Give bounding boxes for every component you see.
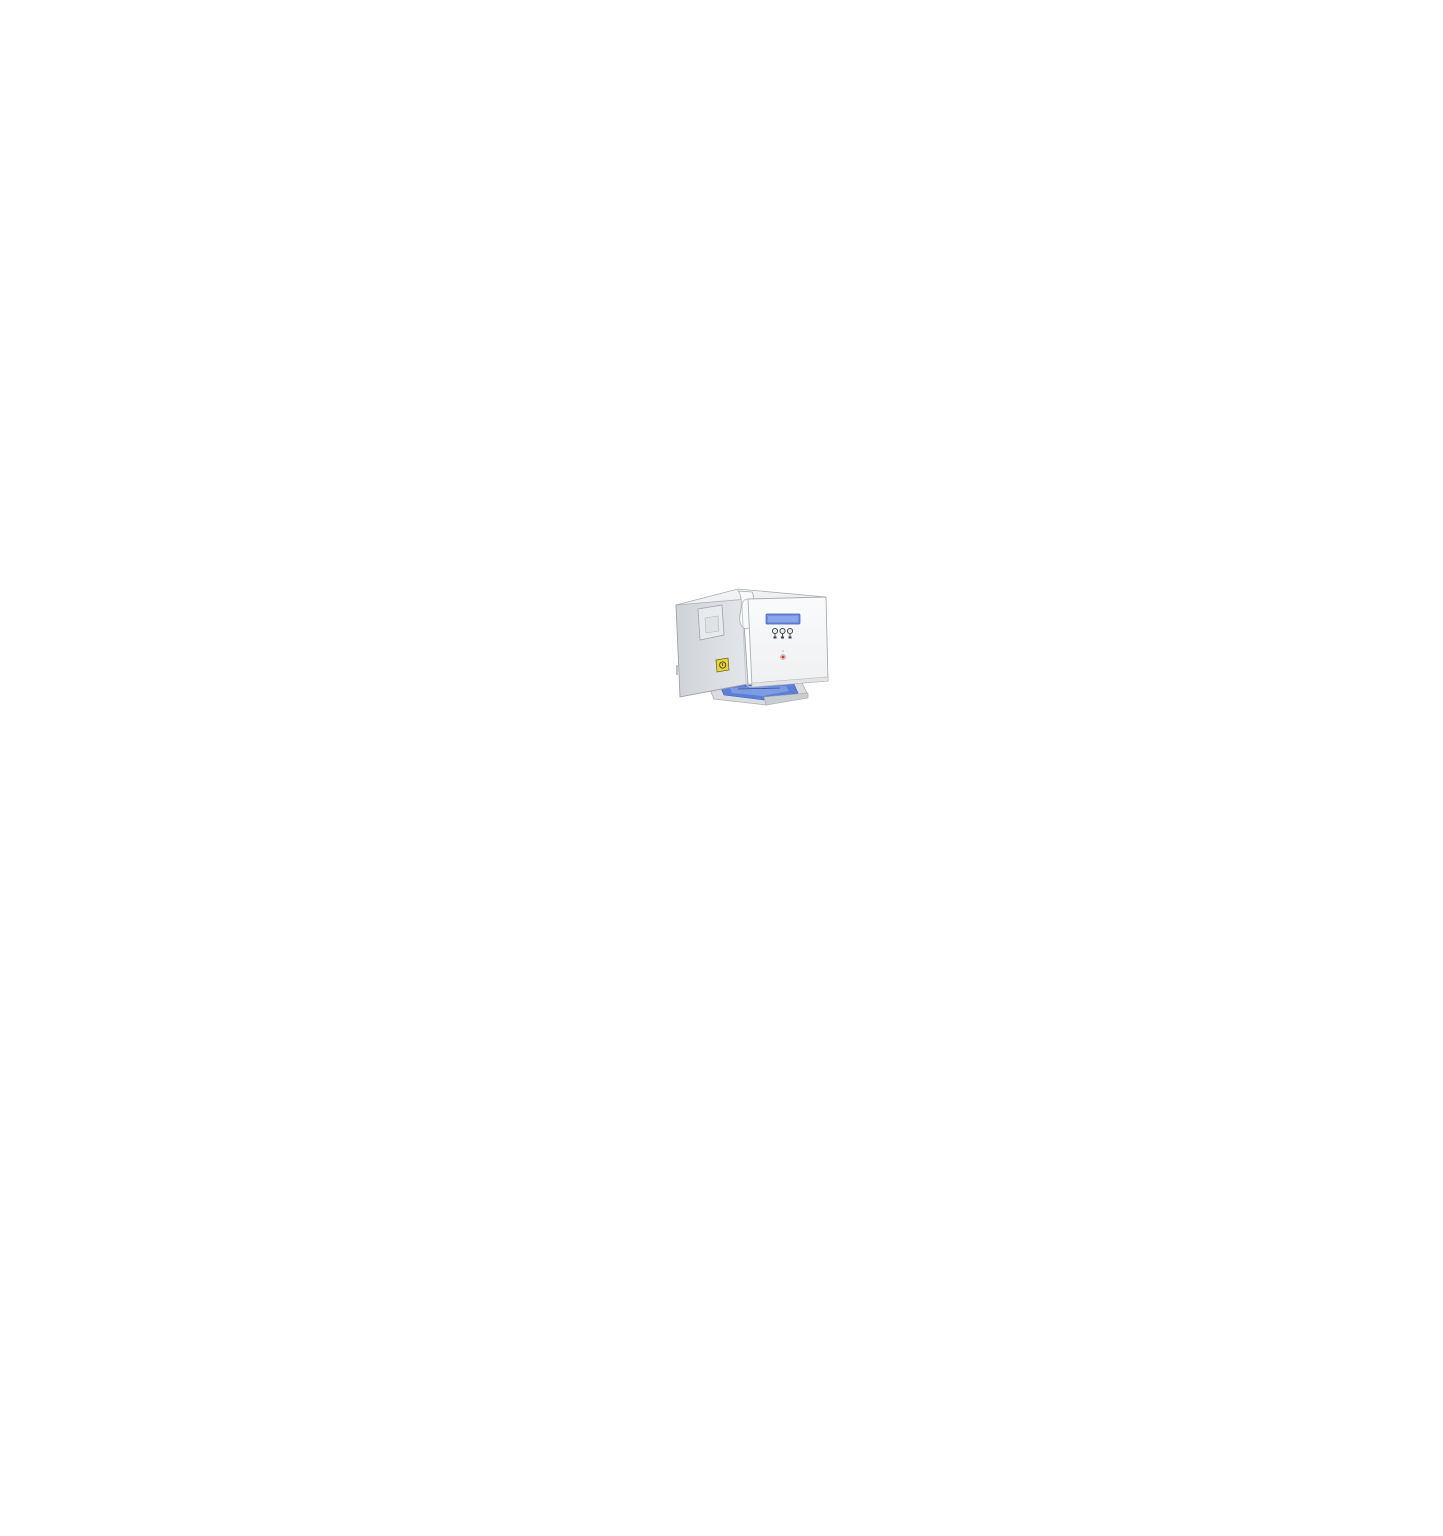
lcd-display — [765, 613, 801, 625]
device-render — [668, 585, 834, 710]
card-printer-icon — [675, 588, 829, 706]
front-panel — [741, 596, 829, 688]
indicator-led — [780, 650, 786, 660]
control-buttons — [771, 627, 794, 639]
side-panel — [675, 592, 749, 698]
warning-label — [715, 657, 730, 673]
card-tray — [707, 682, 809, 706]
